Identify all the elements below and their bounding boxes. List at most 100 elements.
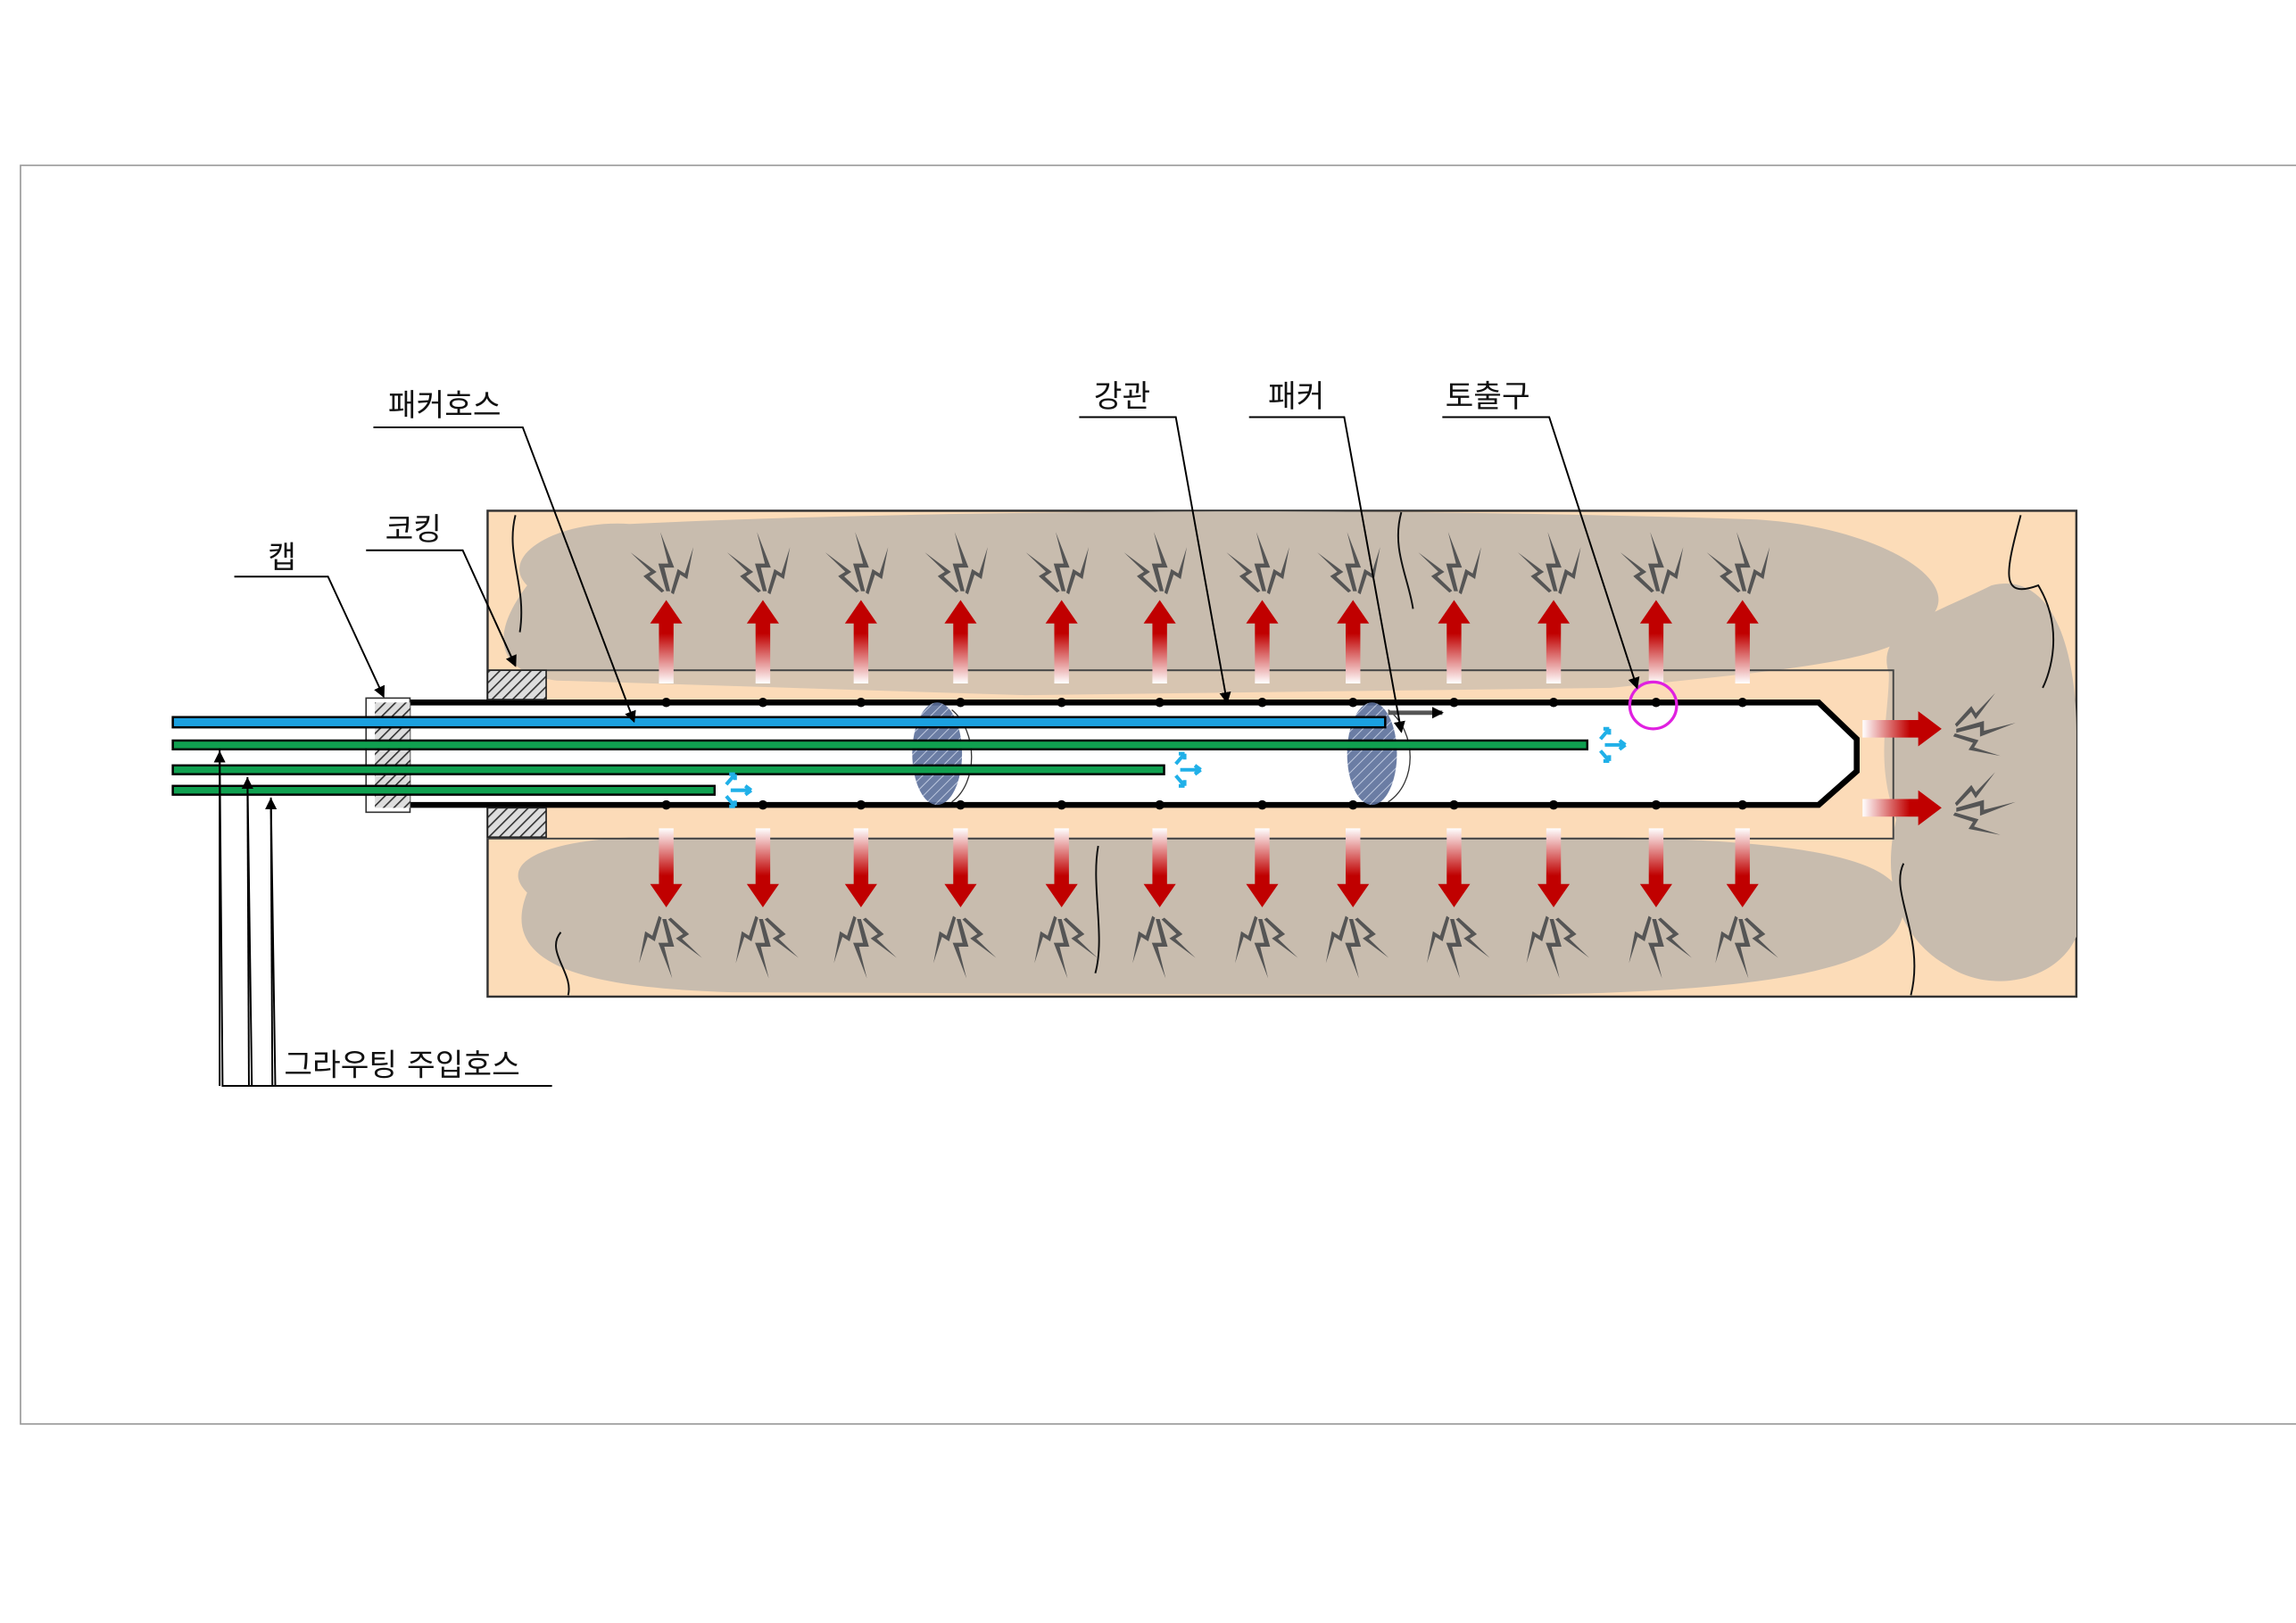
pipe-hole: [956, 799, 966, 810]
pressure-arrow-down: [844, 828, 877, 907]
pipe-hole: [1651, 698, 1662, 708]
pipe-hole: [856, 799, 866, 810]
pressure-arrow-down: [1438, 828, 1471, 907]
pipe-hole: [1737, 799, 1747, 810]
leader-outlet: [1442, 416, 1640, 690]
crack-burst: [1427, 915, 1490, 979]
pipe-hole: [758, 799, 768, 810]
grout-hose-2: [171, 764, 1165, 775]
pressure-arrow-right: [1862, 790, 1942, 826]
grout-flow-arrow: [725, 772, 753, 808]
crack-burst: [1235, 915, 1298, 979]
pressure-arrow-up: [1537, 600, 1571, 683]
caulking-top: [486, 669, 547, 700]
pressure-arrow-down: [1143, 828, 1176, 907]
pressure-arrow-down: [1246, 828, 1279, 907]
pipe-holes: [661, 698, 1747, 810]
pressure-arrow-down: [746, 828, 779, 907]
crack-burst: [1418, 532, 1481, 595]
pressure-arrow-up: [650, 600, 683, 683]
pipe-hole: [758, 698, 768, 708]
crack-bursts: [630, 532, 2016, 979]
pipe-hole: [661, 799, 671, 810]
pipe-hole: [1057, 698, 1066, 708]
crack-burst: [1317, 532, 1380, 595]
crack-burst: [825, 532, 889, 595]
grout-flow-arrow: [1174, 751, 1202, 788]
pipe-hole: [1155, 698, 1165, 708]
leader-steel-pipe: [1079, 416, 1231, 704]
pressure-arrow-down: [650, 828, 683, 907]
pressure-arrow-down: [1726, 828, 1759, 907]
pressure-arrow-up: [1337, 600, 1370, 683]
pipe-hole: [1548, 799, 1559, 810]
pipe-hole: [1257, 799, 1267, 810]
crack-burst: [1629, 915, 1692, 979]
crack-burst: [1706, 532, 1770, 595]
grout-flow-arrows: [725, 726, 1627, 808]
label-caulking: 코킹: [385, 512, 442, 548]
crack-burst: [1132, 915, 1196, 979]
crack-burst: [1325, 915, 1389, 979]
pressure-arrow-up: [1438, 600, 1471, 683]
label-packer-hose: 패커호스: [388, 388, 501, 424]
pipe-hole: [1057, 799, 1066, 810]
crack-burst: [630, 532, 694, 595]
pipe-hole: [1548, 698, 1559, 708]
label-grouting-hose: 그라우팅 주입호스: [284, 1048, 519, 1084]
leader-caulking: [366, 549, 517, 667]
crack-burst: [1952, 692, 2016, 757]
pipe-hole: [1449, 698, 1459, 708]
pipe-hole: [1155, 799, 1165, 810]
pressure-arrow-down: [1537, 828, 1571, 907]
crack-burst: [833, 915, 897, 979]
pressure-arrow-down: [1337, 828, 1370, 907]
pipe-hole: [956, 698, 966, 708]
pressure-arrow-down: [1045, 828, 1078, 907]
label-cap: 캡: [268, 540, 296, 576]
pipe-hole: [856, 698, 866, 708]
pipe-hole: [1449, 799, 1459, 810]
pressure-arrow-up: [944, 600, 977, 683]
label-outlet: 토출구: [1446, 379, 1530, 415]
packer-hose: [171, 716, 1387, 729]
pressure-arrow-up: [1045, 600, 1078, 683]
grout-hose-1: [171, 739, 1589, 751]
crack-burst: [1025, 532, 1090, 595]
leader-packer-hose: [373, 426, 636, 724]
crack-burst: [1526, 915, 1590, 979]
crack-burst: [1620, 532, 1684, 595]
pipe-hole: [1347, 799, 1358, 810]
crack-burst: [1123, 532, 1188, 595]
pipe-hole: [1737, 698, 1747, 708]
crack-burst: [639, 915, 702, 979]
caulking-bottom: [486, 807, 547, 839]
page-frame: [20, 164, 2296, 1425]
crack-burst: [1034, 915, 1098, 979]
crack-burst: [1715, 915, 1778, 979]
outlet-highlight: [1628, 680, 1678, 731]
crack-burst: [1952, 772, 2016, 835]
crack-lines: [511, 511, 2055, 996]
pipe-hole: [1651, 799, 1662, 810]
leader-cap: [234, 576, 385, 699]
pressure-arrows: [650, 600, 1942, 907]
pressure-arrow-up: [1726, 600, 1759, 683]
pressure-arrow-down: [1639, 828, 1672, 907]
pressure-arrow-up: [746, 600, 779, 683]
grout-hose-3: [171, 784, 717, 796]
leader-packer: [1248, 416, 1405, 733]
crack-burst: [933, 915, 997, 979]
label-packer: 패커: [1268, 379, 1324, 415]
crack-burst: [1226, 532, 1289, 595]
pressure-arrow-up: [1639, 600, 1672, 683]
pressure-arrow-up: [1246, 600, 1279, 683]
crack-burst: [924, 532, 988, 595]
pipe-hole: [661, 698, 671, 708]
crack-burst: [735, 915, 799, 979]
pipe-hole: [1347, 698, 1358, 708]
crack-burst: [726, 532, 791, 595]
pressure-arrow-right: [1862, 711, 1942, 747]
pipe-hole: [1257, 698, 1267, 708]
